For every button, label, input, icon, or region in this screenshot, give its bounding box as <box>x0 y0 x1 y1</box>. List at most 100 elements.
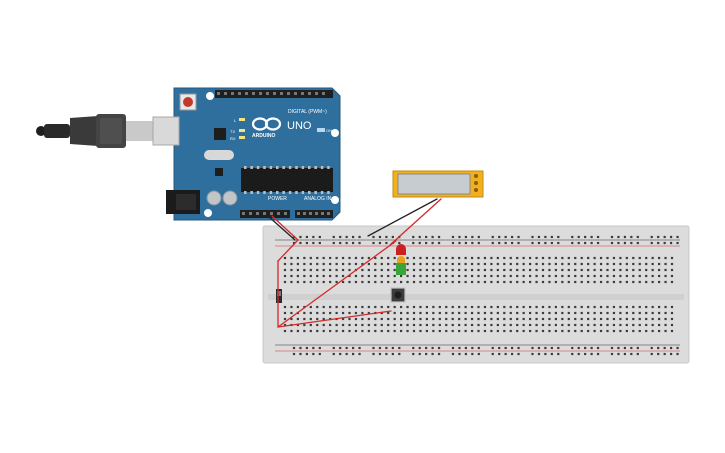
rail-hole[interactable] <box>339 235 342 239</box>
rail-hole[interactable] <box>511 346 514 350</box>
breadboard-hole[interactable] <box>477 256 480 260</box>
breadboard-hole[interactable] <box>574 268 577 272</box>
breadboard-hole[interactable] <box>361 311 364 315</box>
breadboard-hole[interactable] <box>599 311 603 315</box>
breadboard-hole[interactable] <box>438 274 441 278</box>
breadboard-hole[interactable] <box>367 280 370 284</box>
breadboard-hole[interactable] <box>296 256 299 260</box>
breadboard-hole[interactable] <box>406 329 409 333</box>
breadboard-hole[interactable] <box>561 268 564 272</box>
breadboard-hole[interactable] <box>303 274 306 278</box>
breadboard-hole[interactable] <box>354 329 358 333</box>
breadboard-hole[interactable] <box>477 329 480 333</box>
breadboard-hole[interactable] <box>522 256 525 260</box>
wire-red-to-led[interactable] <box>277 240 397 328</box>
rail-hole[interactable] <box>372 235 375 239</box>
breadboard-hole[interactable] <box>516 311 519 315</box>
rail-hole[interactable] <box>358 352 361 356</box>
rail-hole[interactable] <box>590 352 593 356</box>
rail-hole[interactable] <box>332 352 335 356</box>
rail-hole[interactable] <box>412 352 415 356</box>
breadboard-hole[interactable] <box>438 280 441 284</box>
breadboard-hole[interactable] <box>548 311 551 315</box>
rail-hole[interactable] <box>431 235 434 239</box>
breadboard-hole[interactable] <box>387 262 390 266</box>
breadboard-hole[interactable] <box>309 329 312 333</box>
breadboard-hole[interactable] <box>458 256 461 260</box>
breadboard-hole[interactable] <box>612 274 616 278</box>
breadboard-hole[interactable] <box>419 329 422 333</box>
breadboard-hole[interactable] <box>464 317 467 321</box>
rail-hole[interactable] <box>657 346 660 350</box>
breadboard-hole[interactable] <box>490 329 493 333</box>
rail-hole[interactable] <box>517 352 520 356</box>
breadboard-hole[interactable] <box>522 262 525 266</box>
breadboard-hole[interactable] <box>554 274 557 278</box>
breadboard-hole[interactable] <box>645 256 648 260</box>
breadboard-hole[interactable] <box>619 305 622 309</box>
rail-hole[interactable] <box>571 241 574 245</box>
rail-hole[interactable] <box>385 346 388 350</box>
breadboard-hole[interactable] <box>561 311 564 315</box>
breadboard-hole[interactable] <box>638 323 641 327</box>
breadboard-hole[interactable] <box>645 280 648 284</box>
breadboard-hole[interactable] <box>496 317 499 321</box>
breadboard-hole[interactable] <box>303 256 306 260</box>
breadboard-hole[interactable] <box>599 317 603 321</box>
breadboard-hole[interactable] <box>451 305 454 309</box>
breadboard-hole[interactable] <box>638 280 641 284</box>
breadboard-hole[interactable] <box>483 323 487 327</box>
breadboard-hole[interactable] <box>406 305 409 309</box>
breadboard-hole[interactable] <box>593 268 596 272</box>
breadboard-hole[interactable] <box>587 305 590 309</box>
breadboard-hole[interactable] <box>535 305 538 309</box>
rail-hole[interactable] <box>650 352 653 356</box>
rail-hole[interactable] <box>339 352 342 356</box>
breadboard-hole[interactable] <box>393 305 396 309</box>
breadboard-hole[interactable] <box>490 317 493 321</box>
breadboard-hole[interactable] <box>574 311 577 315</box>
breadboard-hole[interactable] <box>412 256 416 260</box>
breadboard-hole[interactable] <box>309 262 312 266</box>
breadboard-hole[interactable] <box>341 323 345 327</box>
breadboard-hole[interactable] <box>406 262 409 266</box>
breadboard-hole[interactable] <box>651 262 654 266</box>
breadboard-hole[interactable] <box>516 305 519 309</box>
rail-hole[interactable] <box>663 241 666 245</box>
breadboard-hole[interactable] <box>322 256 325 260</box>
breadboard-hole[interactable] <box>425 317 428 321</box>
breadboard-hole[interactable] <box>464 323 467 327</box>
breadboard-hole[interactable] <box>638 274 641 278</box>
breadboard-hole[interactable] <box>367 311 370 315</box>
breadboard-hole[interactable] <box>432 305 435 309</box>
rail-hole[interactable] <box>590 235 593 239</box>
breadboard-hole[interactable] <box>612 280 616 284</box>
rail-hole[interactable] <box>537 346 541 350</box>
breadboard-hole[interactable] <box>561 256 564 260</box>
breadboard-hole[interactable] <box>632 256 635 260</box>
breadboard-hole[interactable] <box>419 305 422 309</box>
breadboard-hole[interactable] <box>554 317 557 321</box>
rail-hole[interactable] <box>630 352 633 356</box>
rail-hole[interactable] <box>464 241 467 245</box>
breadboard-hole[interactable] <box>658 262 661 266</box>
breadboard-hole[interactable] <box>535 323 538 327</box>
breadboard-hole[interactable] <box>606 268 609 272</box>
breadboard-hole[interactable] <box>548 256 551 260</box>
breadboard-hole[interactable] <box>490 274 493 278</box>
breadboard-hole[interactable] <box>361 323 364 327</box>
rail-hole[interactable] <box>544 235 547 239</box>
breadboard-hole[interactable] <box>522 317 525 321</box>
breadboard-hole[interactable] <box>400 323 403 327</box>
breadboard-hole[interactable] <box>296 305 299 309</box>
breadboard-hole[interactable] <box>619 274 622 278</box>
breadboard-hole[interactable] <box>309 305 312 309</box>
breadboard-hole[interactable] <box>464 262 467 266</box>
breadboard-hole[interactable] <box>587 329 590 333</box>
rail-hole[interactable] <box>623 235 626 239</box>
breadboard-hole[interactable] <box>658 268 661 272</box>
breadboard-hole[interactable] <box>361 317 364 321</box>
breadboard-hole[interactable] <box>535 280 538 284</box>
breadboard-hole[interactable] <box>619 329 622 333</box>
breadboard-hole[interactable] <box>470 256 474 260</box>
